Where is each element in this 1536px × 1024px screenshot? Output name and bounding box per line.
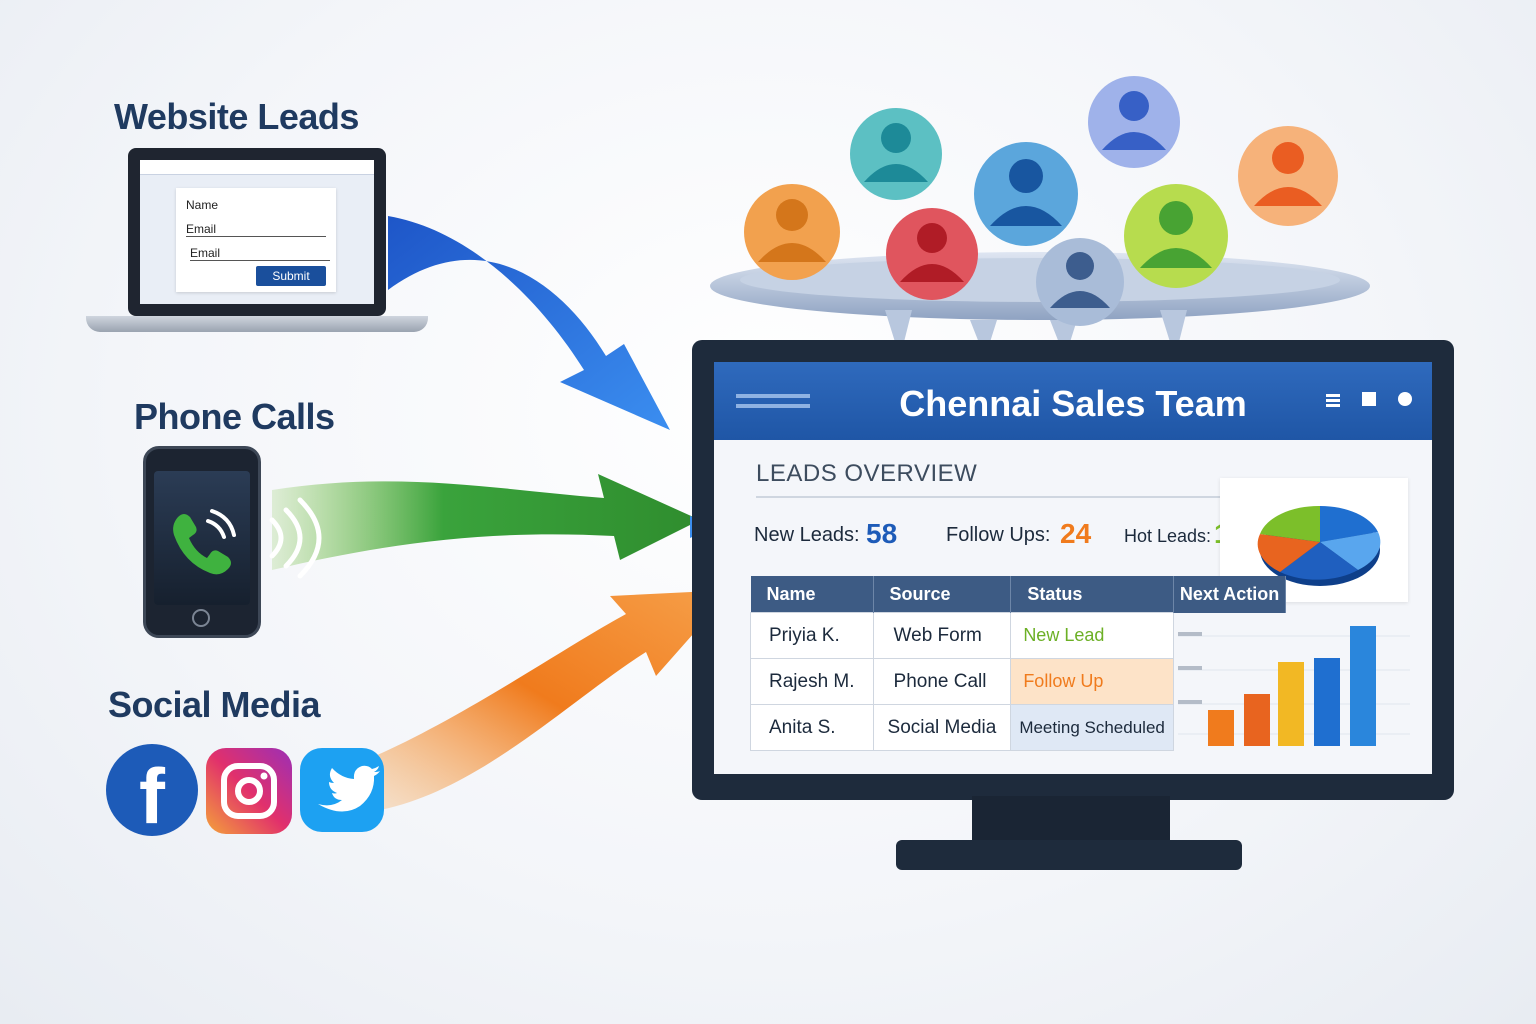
laptop-screen: Name Email Email Submit xyxy=(140,160,374,304)
smartphone xyxy=(143,446,261,638)
laptop-base xyxy=(86,316,428,332)
hot-leads-label: Hot Leads: xyxy=(1124,526,1212,546)
avatar-teal xyxy=(850,108,942,200)
arrow-website-blue xyxy=(388,216,670,430)
lead-name: Rajesh M. xyxy=(750,658,874,705)
form-email-field-2[interactable]: Email xyxy=(190,246,330,261)
new-leads-label: New Leads: xyxy=(754,524,860,546)
phone-calls-title: Phone Calls xyxy=(134,396,335,437)
avatar-lime xyxy=(1124,184,1228,288)
follow-ups-value: 24 xyxy=(1060,518,1092,549)
avatar-periwinkle xyxy=(1088,76,1180,168)
lead-form: Name Email Email Submit xyxy=(176,188,336,292)
avatar-grey-blue xyxy=(1036,238,1124,326)
table-row[interactable]: Rajesh M. Phone Call Follow Up xyxy=(750,658,1286,705)
follow-ups-label: Follow Ups: xyxy=(946,524,1051,546)
instagram-icon xyxy=(206,748,292,834)
close-icon[interactable] xyxy=(1398,392,1412,406)
monitor: Chennai Sales Team LEADS OVERVIEW New Le… xyxy=(692,340,1454,800)
arrow-phone-green xyxy=(272,474,700,570)
website-leads-title: Website Leads xyxy=(114,96,359,137)
submit-button[interactable]: Submit xyxy=(256,266,326,286)
phone-screen xyxy=(154,471,250,605)
phone-handset-icon xyxy=(173,509,236,575)
lead-name: Anita S. xyxy=(750,704,874,751)
app-header: Chennai Sales Team xyxy=(714,362,1432,440)
maximize-icon[interactable] xyxy=(1362,392,1376,406)
laptop: Name Email Email Submit xyxy=(128,148,386,316)
column-header-next-action[interactable]: Next Action xyxy=(1173,576,1287,613)
avatar-blue-mid xyxy=(974,142,1078,246)
lead-name: Priyia K. xyxy=(750,612,874,659)
browser-bar xyxy=(140,160,374,175)
column-header-status[interactable]: Status xyxy=(1010,576,1174,613)
section-divider xyxy=(756,496,1222,498)
form-name-label: Name xyxy=(186,198,219,212)
lead-status: New Lead xyxy=(1010,612,1174,659)
menu-icon[interactable] xyxy=(1326,394,1340,397)
leads-table: Name Source Status Next Action Priyia K.… xyxy=(750,576,1287,751)
home-button xyxy=(192,609,210,627)
arrow-social-orange xyxy=(366,590,732,810)
pie-chart-card xyxy=(1220,478,1408,602)
monitor-stand xyxy=(972,796,1170,844)
avatar-orange-left xyxy=(744,184,840,280)
form-email-field-1[interactable]: Email xyxy=(186,222,326,237)
table-row[interactable]: Priyia K. Web Form New Lead xyxy=(750,612,1286,659)
avatar-orange-right xyxy=(1238,126,1338,226)
social-media-title: Social Media xyxy=(108,684,321,725)
lead-source: Social Media xyxy=(872,704,1012,751)
facebook-icon: f xyxy=(106,744,198,840)
twitter-icon xyxy=(300,748,384,832)
avatar-red xyxy=(886,208,978,300)
table-row[interactable]: Anita S. Social Media Meeting Scheduled xyxy=(750,704,1286,751)
lead-status: Meeting Scheduled xyxy=(1010,704,1174,751)
lead-status: Follow Up xyxy=(1010,658,1174,705)
app-title: Chennai Sales Team xyxy=(899,383,1247,424)
bar-chart-icon xyxy=(1178,626,1410,746)
section-title: LEADS OVERVIEW xyxy=(756,460,978,487)
new-leads-value: 58 xyxy=(866,518,898,549)
lead-source: Web Form xyxy=(872,612,1012,659)
column-header-name[interactable]: Name xyxy=(750,576,874,613)
monitor-foot xyxy=(896,840,1242,870)
lead-funnel-illustration xyxy=(710,76,1370,358)
lead-source: Phone Call xyxy=(872,658,1012,705)
crm-dashboard: Chennai Sales Team LEADS OVERVIEW New Le… xyxy=(714,362,1432,774)
header-line-icon xyxy=(736,394,810,398)
pie-chart-icon xyxy=(1257,505,1381,586)
column-header-source[interactable]: Source xyxy=(873,576,1012,613)
